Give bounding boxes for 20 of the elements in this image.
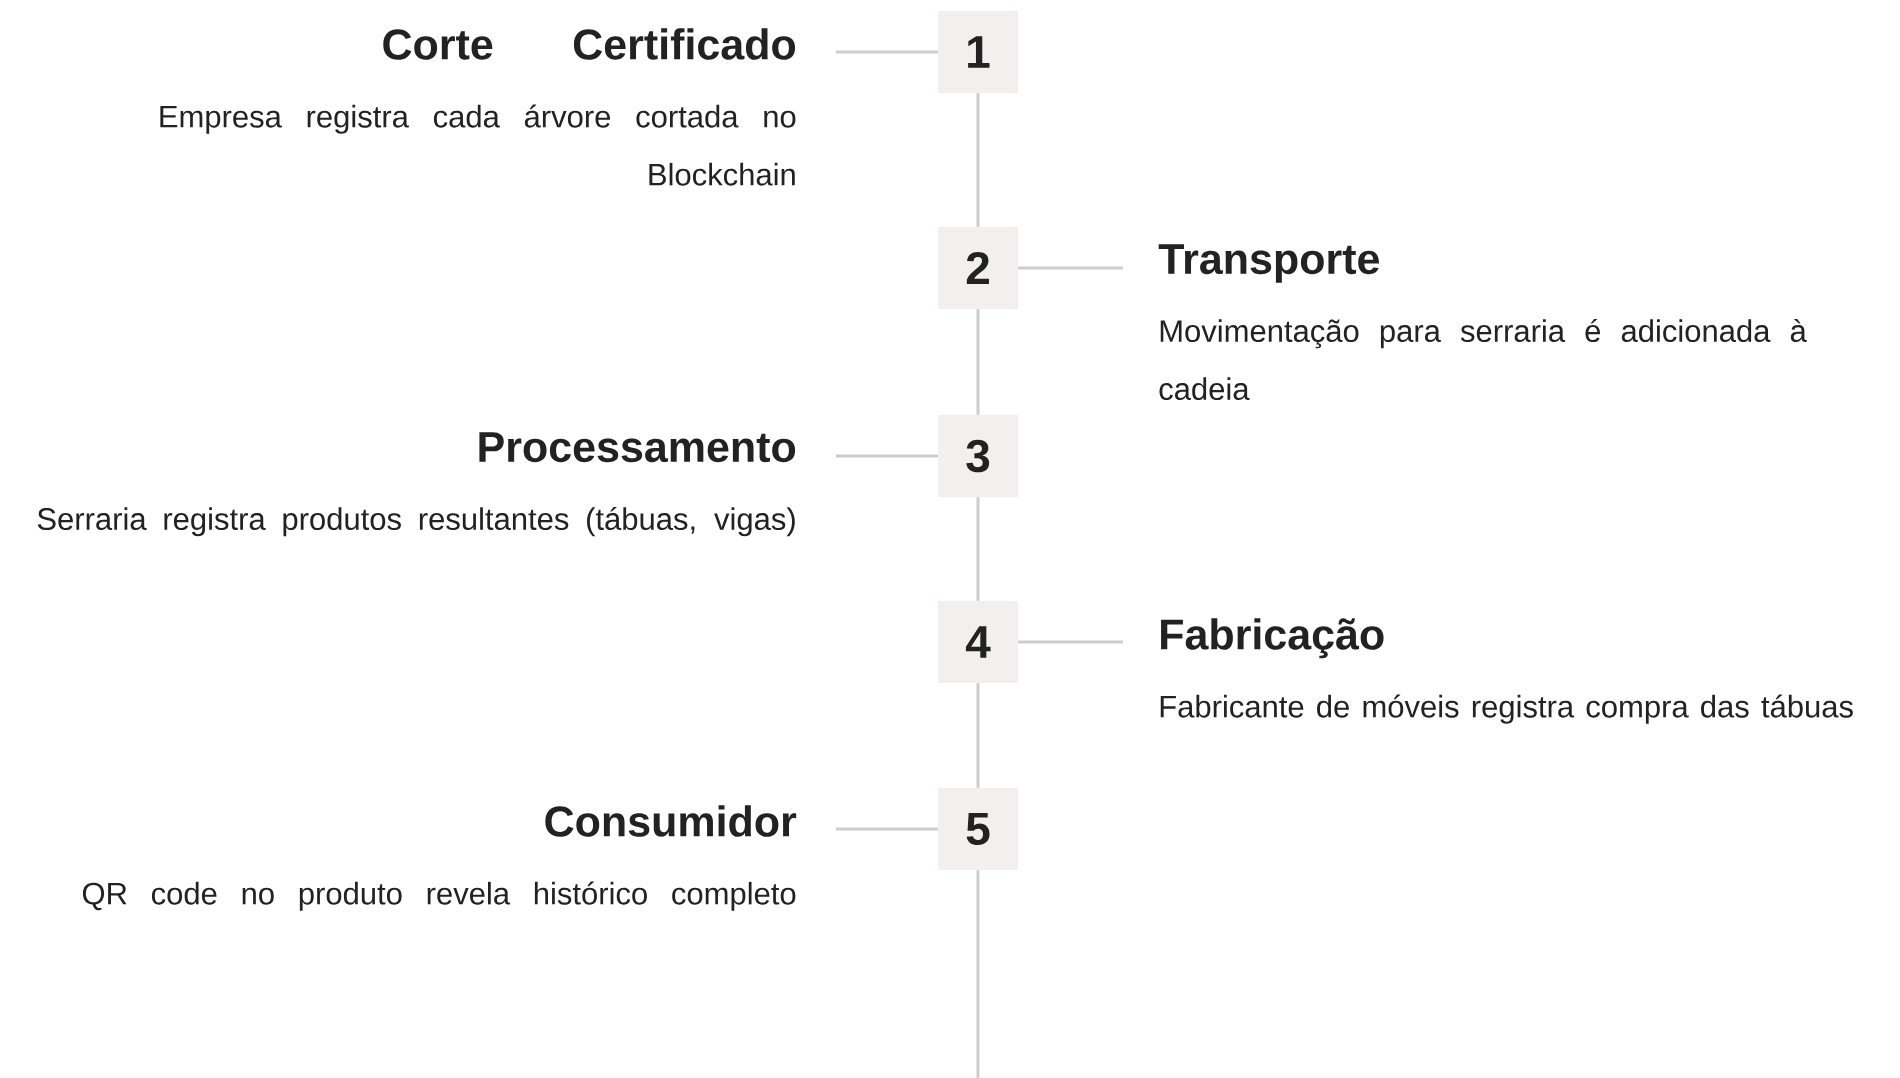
step-text: Processamento Serraria registra produtos resultantes (tábuas, vigas) [37,432,796,537]
step-text: Consumidor QR code no produto revela histórico completo [82,805,797,911]
timeline-line [976,309,980,415]
timeline-line [976,497,980,601]
timeline-line [976,870,980,1078]
timeline-line [976,683,980,788]
connector-line [1018,640,1123,644]
step-number-box: 5 [938,788,1018,870]
connector-line [1018,266,1123,270]
timeline-line [976,93,980,227]
step-number-box: 2 [938,227,1018,309]
connector-line [836,50,938,54]
step-number-box: 1 [938,11,1018,93]
step-number-box: 4 [938,601,1018,683]
connector-line [836,827,938,831]
step-number-box: 3 [938,415,1018,497]
step-text: Transporte Movimentação para serraria é adicionada à cadeia [1158,244,1807,401]
connector-line [836,454,938,458]
step-text: Corte Certificado Empresa registra cada árvore cortada no Blockchain [160,28,796,186]
step-text: Fabricação Fabricante de móveis registra compra das tábuas [1160,618,1853,724]
